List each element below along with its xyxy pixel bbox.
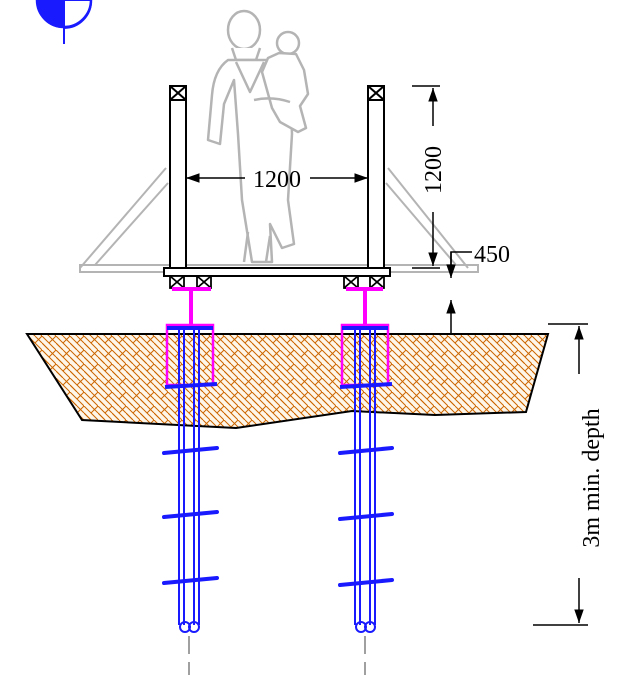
deck-board <box>163 267 391 277</box>
left-pile-bracket <box>164 287 218 389</box>
clearance-dimension: 450 <box>446 242 510 334</box>
depth-dimension-label: 3m min. depth <box>579 408 605 547</box>
pile-centerlines <box>188 636 366 675</box>
section-marker-icon <box>35 0 93 44</box>
width-dimension: 1200 <box>186 167 368 193</box>
depth-dimension: 3m min. depth <box>533 323 605 626</box>
right-guardrail-post <box>367 85 385 270</box>
width-dimension-label: 1200 <box>253 167 301 193</box>
left-diagonal-brace <box>79 167 169 269</box>
soil-section <box>25 333 550 430</box>
deck-joists <box>169 275 385 289</box>
left-guardrail-post <box>169 85 187 270</box>
left-helical-pile <box>162 330 219 633</box>
person-carrying-child-icon <box>206 9 310 264</box>
height-dimension-label: 1200 <box>421 146 447 194</box>
right-helical-pile <box>338 330 394 633</box>
clearance-dimension-label: 450 <box>474 242 510 268</box>
right-pile-bracket <box>339 287 393 389</box>
height-dimension: 1200 <box>412 85 447 269</box>
